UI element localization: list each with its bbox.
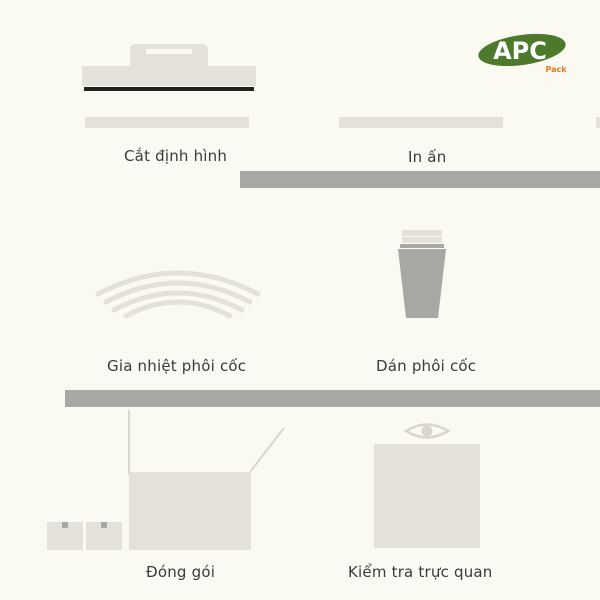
step-label-gluing: Dán phôi cốc [376,357,477,375]
packing-box-icon [47,410,285,550]
step-label-inspection: Kiểm tra trực quan [348,563,493,581]
cutting-feed-plate [85,117,249,128]
conveyor-belt-1 [240,171,600,188]
cutting-press-icon [82,44,256,91]
cup-stack-icon [398,230,446,318]
inspection-panel [374,444,480,548]
step-label-printing: In ấn [408,148,447,166]
heat-waves-icon [95,270,261,318]
step-label-packing: Đóng gói [146,563,216,581]
eye-inspection-icon [404,423,450,439]
conveyor-belt-2 [65,390,600,407]
step-label-heating: Gia nhiệt phôi cốc [107,357,247,375]
next-plate-edge [596,117,600,128]
logo-sub-text: Pack [545,65,567,74]
step-label-cutting: Cắt định hình [124,147,228,165]
printing-plate-icon [339,117,503,128]
apc-pack-logo: APC Pack [478,33,567,74]
logo-main-text: APC [493,37,547,65]
